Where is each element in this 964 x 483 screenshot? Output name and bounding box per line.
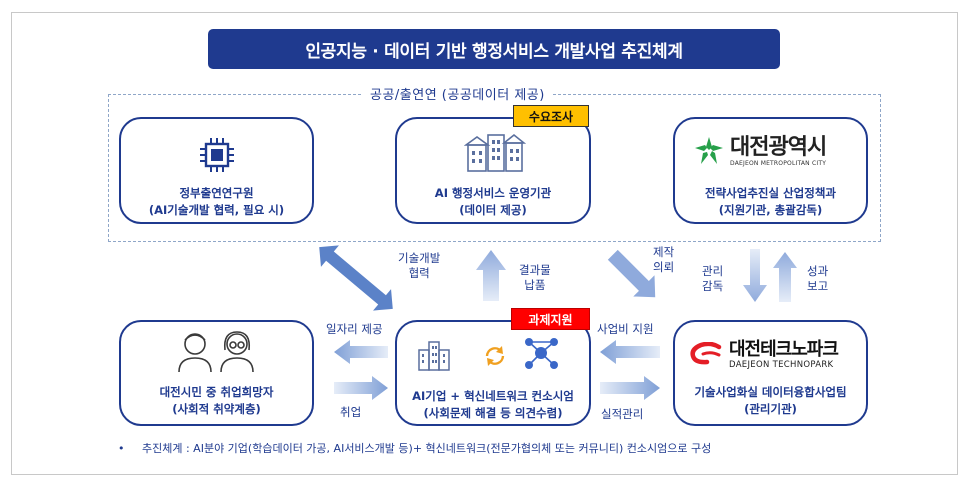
- citizens-name: 대전시민 중 취업희망자: [159, 385, 274, 399]
- arrow-results-mgmt-right: [600, 376, 660, 400]
- government-buildings-icon: [464, 133, 526, 172]
- company-building-icon: [418, 341, 450, 371]
- arrow-management-down: [743, 249, 767, 302]
- technopark-box: 대전테크노파크 DAEJEON TECHNOPARK 기술사업화실 데이터융합사…: [673, 320, 868, 426]
- daejeon-city-role: (지원기관, 총괄감독): [718, 203, 823, 217]
- arrow-production-request: [607, 249, 656, 298]
- arrow-results-delivery: [476, 250, 506, 301]
- service-operator-box: AI 행정서비스 운영기관 (데이터 제공): [395, 117, 591, 224]
- arrow-employment-right: [334, 376, 388, 400]
- daejeon-city-box: 대전광역시 DAEJEON METROPOLITAN CITY 전략사업추진실 …: [673, 117, 868, 224]
- service-operator-name: AI 행정서비스 운영기관: [434, 186, 552, 200]
- label-employment: 취업: [340, 405, 362, 419]
- consortium-box: AI기업 + 혁신네트워크 컨소시엄 (사회문제 해결 등 의견수렴): [395, 320, 591, 426]
- label-tech-cooperation: 기술개발 협력: [398, 251, 441, 280]
- demand-survey-badge: 수요조사: [513, 105, 589, 127]
- label-performance: 성과 보고: [807, 264, 829, 293]
- label-job-offer: 일자리 제공: [326, 322, 383, 336]
- daejeon-city-dept: 전략사업추진실 산업정책과: [705, 186, 836, 200]
- label-results-delivery: 결과물 납품: [519, 263, 551, 292]
- citizens-box: 대전시민 중 취업희망자 (사회적 취약계층): [119, 320, 314, 426]
- label-funding: 사업비 지원: [597, 322, 654, 336]
- technopark-logo-icon: [690, 342, 722, 365]
- cpu-chip-icon: [200, 138, 234, 172]
- service-operator-role: (데이터 제공): [459, 203, 527, 217]
- technopark-role: (관리기관): [744, 402, 797, 416]
- daejeon-city-logo: 대전광역시 DAEJEON METROPOLITAN CITY: [693, 134, 827, 167]
- consortium-role: (사회문제 해결 등 의견수렴): [423, 406, 563, 420]
- label-production-request: 제작 의뢰: [653, 245, 675, 274]
- technopark-logo-name: 대전테크노파크: [729, 339, 839, 360]
- cycle-arrows-icon: [485, 346, 505, 366]
- research-institute-name: 정부출연연구원: [179, 186, 254, 200]
- consortium-name: AI기업 + 혁신네트워크 컨소시엄: [412, 389, 574, 403]
- research-institute-box: 정부출연연구원 (AI기술개발 협력, 필요 시): [119, 117, 314, 224]
- daejeon-city-logo-name: 대전광역시: [730, 134, 827, 160]
- label-management: 관리 감독: [702, 264, 724, 293]
- citizens-role: (사회적 취약계층): [172, 402, 261, 416]
- people-icon: [178, 331, 254, 373]
- footnote-text: 추진체계 : AI분야 기업(학습데이터 가공, AI서비스개발 등)+ 혁신네…: [142, 442, 712, 455]
- daejeon-city-logo-sub: DAEJEON METROPOLITAN CITY: [730, 159, 827, 167]
- arrow-job-offer-left: [334, 340, 388, 364]
- daejeon-city-emblem-icon: [695, 137, 723, 164]
- network-nodes-icon: [525, 338, 558, 369]
- arrow-tech-cooperation: [319, 245, 393, 311]
- footnote-bullet: •: [118, 442, 125, 455]
- diagram-title: 인공지능 · 데이터 기반 행정서비스 개발사업 추진체계: [208, 29, 780, 69]
- arrow-performance-up: [773, 252, 797, 302]
- footnote: • 추진체계 : AI분야 기업(학습데이터 가공, AI서비스개발 등)+ 혁신…: [118, 440, 711, 456]
- technopark-dept: 기술사업화실 데이터융합사업팀: [694, 385, 847, 399]
- public-institutions-label: 공공/출연연 (공공데이터 제공): [362, 84, 553, 103]
- project-support-badge: 과제지원: [511, 308, 590, 330]
- label-results-mgmt: 실적관리: [601, 407, 644, 421]
- technopark-logo-sub: DAEJEON TECHNOPARK: [729, 360, 834, 370]
- arrow-funding-left: [600, 340, 660, 364]
- technopark-logo: 대전테크노파크 DAEJEON TECHNOPARK: [729, 339, 839, 371]
- research-institute-role: (AI기술개발 협력, 필요 시): [148, 203, 285, 217]
